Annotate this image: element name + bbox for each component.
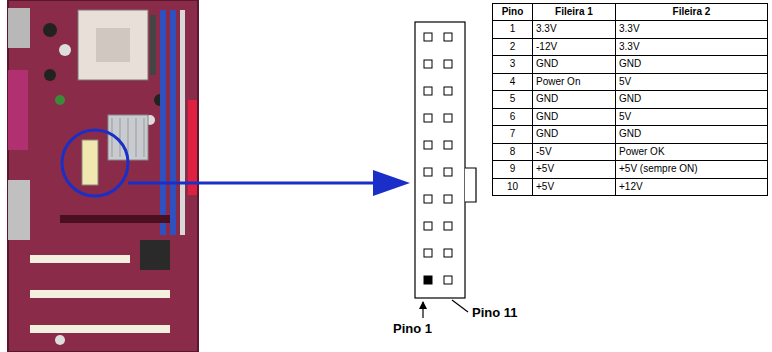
pin-number: 6 bbox=[493, 109, 532, 124]
table-header-cell: Pino bbox=[492, 3, 533, 21]
table-cell: GND bbox=[532, 90, 616, 109]
table-cell: 7 bbox=[492, 125, 533, 144]
pin-square bbox=[444, 276, 452, 284]
signal-name: 3.3V bbox=[616, 21, 767, 36]
pin-square bbox=[424, 276, 432, 284]
pin-number: 2 bbox=[493, 39, 532, 54]
table-cell: 1 bbox=[492, 20, 533, 39]
pin-number: 1 bbox=[493, 21, 532, 36]
pin-square bbox=[444, 222, 452, 230]
signal-name: +5V bbox=[533, 161, 615, 176]
pin-square bbox=[424, 33, 432, 41]
pin-number: 10 bbox=[493, 179, 532, 194]
table-cell: +5V (sempre ON) bbox=[615, 160, 768, 179]
table-cell: 5V bbox=[615, 108, 768, 127]
column-heading: Pino bbox=[493, 4, 532, 19]
table-cell: 10 bbox=[492, 178, 533, 197]
pin-label: Pino 1 bbox=[393, 321, 432, 336]
pin-number: 4 bbox=[493, 74, 532, 89]
table-cell: GND bbox=[615, 55, 768, 74]
pin-square bbox=[444, 195, 452, 203]
table-cell: GND bbox=[615, 125, 768, 144]
pin-square bbox=[444, 249, 452, 257]
pin-square bbox=[444, 33, 452, 41]
pin-square bbox=[424, 141, 432, 149]
table-cell: 3.3V bbox=[615, 38, 768, 57]
pin-number: 5 bbox=[493, 91, 532, 106]
signal-name: GND bbox=[616, 126, 767, 141]
table-cell: Power On bbox=[532, 73, 616, 92]
pin-number: 9 bbox=[493, 161, 532, 176]
signal-name: 5V bbox=[616, 109, 767, 124]
table-header-cell: Fileira 2 bbox=[615, 3, 768, 21]
signal-name: GND bbox=[533, 126, 615, 141]
pin-label: Pino 11 bbox=[472, 305, 518, 320]
signal-name: +12V bbox=[616, 179, 767, 194]
signal-name: GND bbox=[616, 56, 767, 71]
table-cell: GND bbox=[532, 108, 616, 127]
table-cell: +5V bbox=[532, 160, 616, 179]
signal-name: +5V (sempre ON) bbox=[616, 161, 767, 176]
pin-square bbox=[444, 87, 452, 95]
pin-square bbox=[424, 222, 432, 230]
pin-number: 7 bbox=[493, 126, 532, 141]
table-cell: 2 bbox=[492, 38, 533, 57]
table-cell: +5V bbox=[532, 178, 616, 197]
signal-name: 3.3V bbox=[616, 39, 767, 54]
connector-outline bbox=[415, 22, 476, 298]
column-heading: Fileira 1 bbox=[533, 4, 615, 19]
signal-name: 5V bbox=[616, 74, 767, 89]
signal-name: Power OK bbox=[616, 144, 767, 159]
table-cell: 3 bbox=[492, 55, 533, 74]
column-heading: Fileira 2 bbox=[616, 4, 767, 19]
pin-square bbox=[424, 114, 432, 122]
table-cell: -5V bbox=[532, 143, 616, 162]
signal-name: 3.3V bbox=[533, 21, 615, 36]
highlight-circle bbox=[62, 130, 128, 196]
table-cell: 9 bbox=[492, 160, 533, 179]
pointer-arrow bbox=[128, 170, 410, 196]
table-cell: 8 bbox=[492, 143, 533, 162]
signal-name: GND bbox=[533, 91, 615, 106]
table-cell: 6 bbox=[492, 108, 533, 127]
pin-square bbox=[444, 114, 452, 122]
leader-line bbox=[422, 302, 423, 318]
motherboard-photo bbox=[8, 0, 198, 352]
pin-square bbox=[424, 195, 432, 203]
table-cell: 3.3V bbox=[615, 20, 768, 39]
pin-number: 8 bbox=[493, 144, 532, 159]
signal-name: GND bbox=[533, 109, 615, 124]
pin-square bbox=[444, 60, 452, 68]
table-cell: Power OK bbox=[615, 143, 768, 162]
signal-name: Power On bbox=[533, 74, 615, 89]
table-cell: GND bbox=[615, 90, 768, 109]
pin-square bbox=[444, 168, 452, 176]
pin-square bbox=[424, 249, 432, 257]
pin-square bbox=[444, 141, 452, 149]
table-cell: 4 bbox=[492, 73, 533, 92]
leader-line bbox=[452, 300, 468, 312]
pin-square bbox=[424, 60, 432, 68]
table-cell: GND bbox=[532, 125, 616, 144]
signal-name: GND bbox=[533, 56, 615, 71]
pin-square bbox=[424, 168, 432, 176]
signal-name: -12V bbox=[533, 39, 615, 54]
signal-name: +5V bbox=[533, 179, 615, 194]
table-cell: 5 bbox=[492, 90, 533, 109]
pin-grid bbox=[424, 33, 452, 284]
table-cell: GND bbox=[532, 55, 616, 74]
table-cell: 3.3V bbox=[532, 20, 616, 39]
pin-number: 3 bbox=[493, 56, 532, 71]
table-cell: 5V bbox=[615, 73, 768, 92]
table-cell: -12V bbox=[532, 38, 616, 57]
signal-name: GND bbox=[616, 91, 767, 106]
signal-name: -5V bbox=[533, 144, 615, 159]
table-header-cell: Fileira 1 bbox=[532, 3, 616, 21]
pin-square bbox=[424, 87, 432, 95]
table-cell: +12V bbox=[615, 178, 768, 197]
